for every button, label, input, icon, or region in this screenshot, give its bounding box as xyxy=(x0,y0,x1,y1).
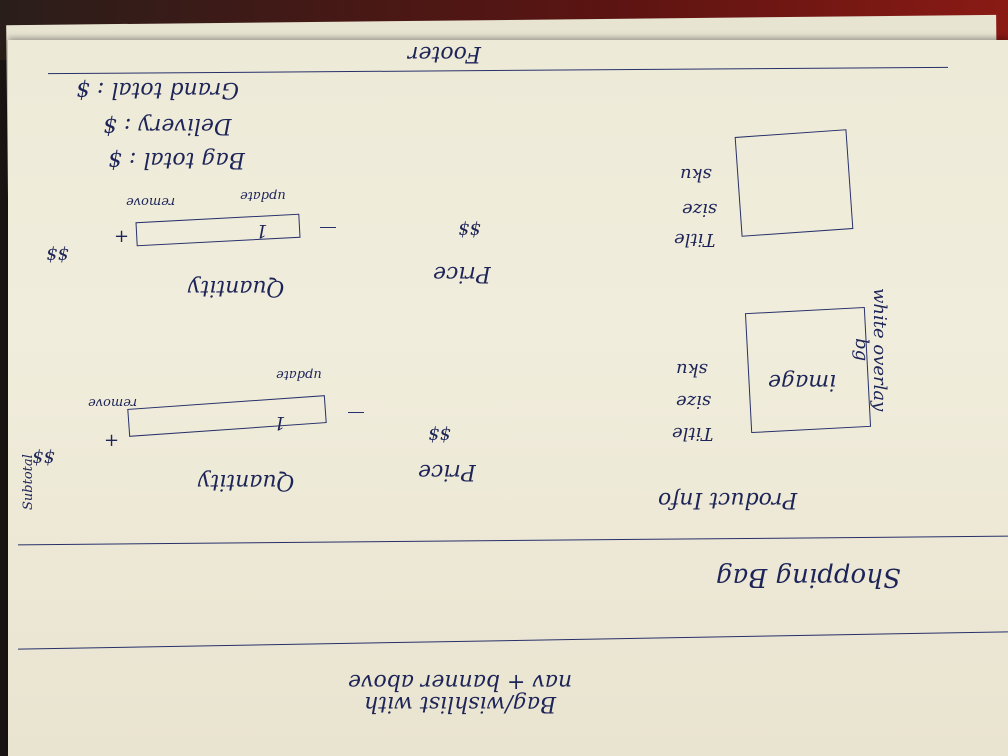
update-link[interactable]: update xyxy=(240,188,286,203)
product-info-header: Product Info xyxy=(658,487,798,512)
grand-total-label: Grand total : $ xyxy=(76,77,239,102)
quantity-plus-button[interactable]: + xyxy=(104,430,120,451)
page-title: Shopping Bag xyxy=(716,562,901,592)
footer-divider xyxy=(48,66,948,75)
item-size: size xyxy=(682,199,718,220)
remove-link[interactable]: remove xyxy=(126,194,176,209)
banner-divider xyxy=(18,631,1008,650)
item-title: Title xyxy=(672,423,714,444)
update-link[interactable]: update xyxy=(276,367,322,382)
image-label: image xyxy=(768,369,837,394)
item-price-value: $$ xyxy=(458,219,481,240)
item-price-value: $$ xyxy=(428,424,451,445)
quantity-value: 1 xyxy=(274,412,286,433)
quantity-header: Quantity xyxy=(188,275,285,300)
item-subtotal-value: $$ xyxy=(46,244,69,265)
quantity-plus-button[interactable]: + xyxy=(114,226,130,247)
item-title: Title xyxy=(674,229,716,250)
remove-link[interactable]: remove xyxy=(88,395,138,410)
price-header: Price xyxy=(433,261,491,286)
subtotal-header: Subtotal xyxy=(21,454,36,510)
table-top-divider xyxy=(18,535,1008,546)
delivery-label: Delivery : $ xyxy=(103,113,232,138)
quantity-input[interactable] xyxy=(135,213,301,247)
product-image-placeholder xyxy=(734,129,854,237)
item-size: size xyxy=(676,391,712,412)
quantity-value: 1 xyxy=(256,220,268,241)
banner-note: Bag/wishlist with nav + banner above xyxy=(348,669,573,716)
quantity-input[interactable] xyxy=(127,395,327,437)
price-header: Price xyxy=(418,459,476,484)
quantity-minus-button[interactable] xyxy=(320,227,336,228)
quantity-minus-button[interactable] xyxy=(348,412,364,413)
sketch-paper: Footer Grand total : $ Delivery : $ Bag … xyxy=(8,40,1008,756)
footer-label: Footer xyxy=(408,41,481,66)
item-sku: sku xyxy=(680,164,712,185)
bag-total-label: Bag total : $ xyxy=(108,147,245,172)
item-sku: sku xyxy=(676,359,708,380)
quantity-header: Quantity xyxy=(198,469,295,494)
